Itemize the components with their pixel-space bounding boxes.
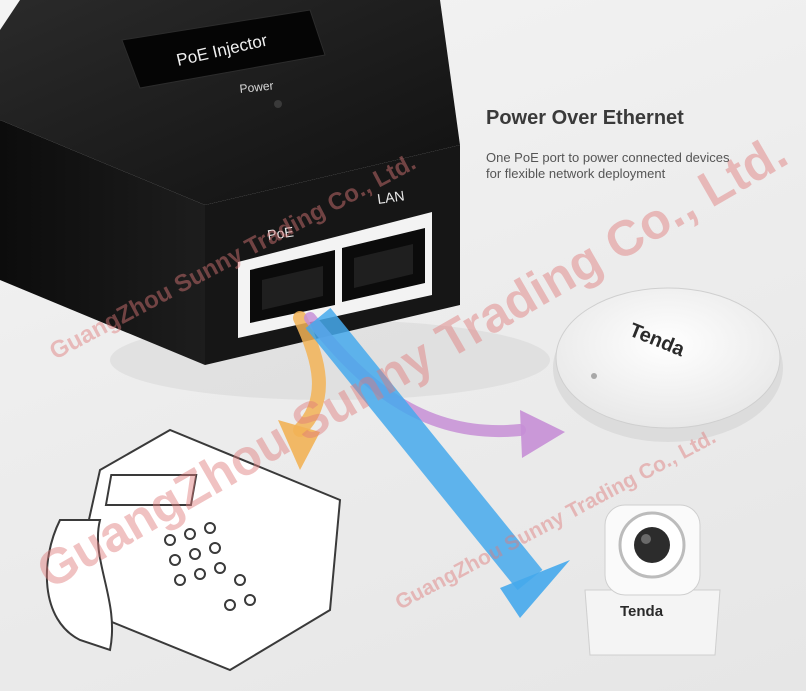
arrow-to-camera <box>305 307 543 591</box>
telephone <box>45 428 342 672</box>
access-point: Tenda <box>553 287 783 442</box>
power-led <box>274 100 282 108</box>
poe-port-inner <box>262 266 323 310</box>
telephone-keypad <box>164 522 256 611</box>
feature-description-line2: for flexible network deployment <box>486 166 666 181</box>
feature-title: Power Over Ethernet <box>486 107 684 129</box>
camera-lens <box>634 527 670 563</box>
poe-injector: PoE Injector Power PoE LAN <box>0 0 460 365</box>
feature-description: One PoE port to power connected devices … <box>486 150 786 182</box>
telephone-display <box>104 474 198 506</box>
feature-description-line1: One PoE port to power connected devices <box>486 150 730 165</box>
camera-brand: Tenda <box>620 603 664 620</box>
power-arrows <box>278 307 570 618</box>
label-plate <box>121 9 326 89</box>
injector-top-face <box>0 0 460 205</box>
access-point-top <box>555 287 781 429</box>
port-poe-label: PoE <box>266 223 294 243</box>
arrow-to-camera-head <box>500 560 570 618</box>
lan-port-inner <box>354 244 413 288</box>
access-point-led <box>591 373 597 379</box>
arrow-to-phone-head <box>278 420 320 470</box>
power-label: Power <box>239 79 274 96</box>
port-lan-label: LAN <box>376 187 405 207</box>
ip-camera: Tenda <box>584 504 721 656</box>
arrow-to-access-point-head <box>520 410 565 458</box>
injector-side-face <box>0 120 205 365</box>
arrow-to-phone <box>293 311 326 437</box>
camera-lens-glint <box>641 534 651 544</box>
telephone-handset <box>45 519 114 652</box>
camera-base <box>584 589 721 656</box>
